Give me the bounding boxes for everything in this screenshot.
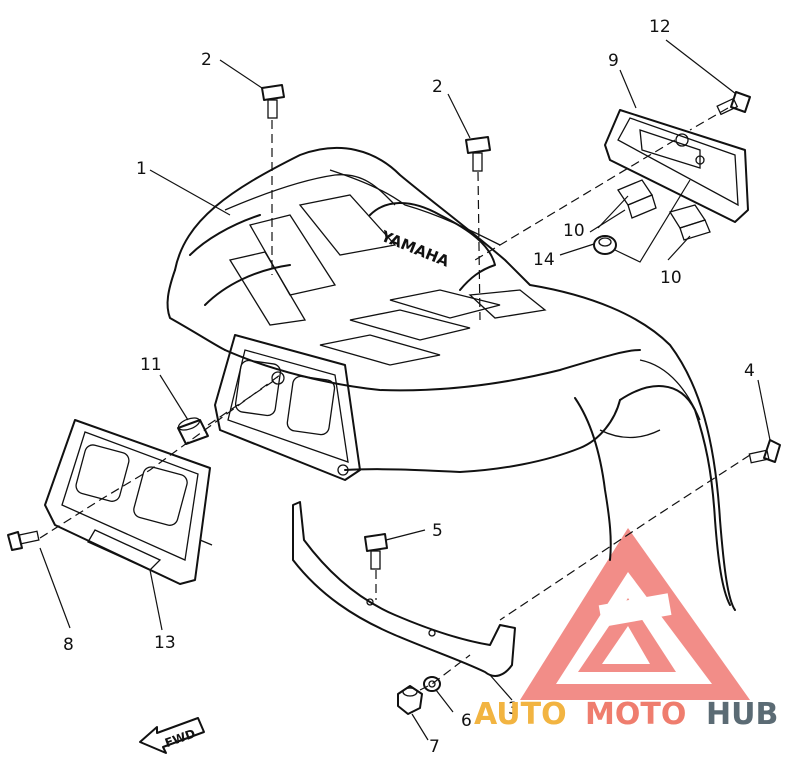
- bolt-2-left: [261, 84, 285, 119]
- callout-10-right: 10: [660, 268, 682, 288]
- callout-3: 3: [508, 699, 519, 719]
- callout-4: 4: [744, 361, 755, 381]
- bolt-5: [364, 533, 388, 570]
- callout-2-right: 2: [432, 77, 443, 97]
- fwd-arrow-icon: FWD: [139, 717, 205, 754]
- callout-6: 6: [461, 711, 472, 731]
- callout-8: 8: [63, 635, 74, 655]
- emblem-text: YAMAHA: [378, 227, 453, 271]
- watermark-part-auto: AUTO: [474, 697, 567, 732]
- callout-14: 14: [533, 250, 555, 270]
- nut-7: [397, 685, 423, 715]
- watermark-text: AUTO MOTO HUB: [474, 697, 778, 732]
- watermark-part-hub: HUB: [706, 697, 778, 732]
- assembly-lines: [39, 107, 751, 691]
- washer-6: [423, 676, 441, 692]
- callout-13: 13: [154, 633, 176, 653]
- rubber-pads: [617, 179, 711, 241]
- callout-2-left: 2: [201, 50, 212, 70]
- callout-9: 9: [608, 51, 619, 71]
- fender-stay: [292, 501, 516, 677]
- watermark-part-moto: MOTO: [585, 697, 686, 732]
- bolt-2-right: [465, 136, 491, 172]
- watermark-logo-icon: [520, 528, 750, 700]
- callout-12: 12: [649, 17, 671, 37]
- callout-11: 11: [140, 355, 162, 375]
- rear-light-bracket: [604, 109, 749, 223]
- bolt-12: [716, 91, 751, 116]
- callout-5: 5: [432, 521, 443, 541]
- callout-7: 7: [429, 737, 440, 757]
- callout-1: 1: [136, 159, 147, 179]
- headlight-bezel: [44, 419, 213, 585]
- spacer-11: [177, 417, 209, 445]
- leader-lines: [39, 39, 771, 741]
- nut-14: [593, 235, 617, 255]
- bolt-8: [7, 530, 40, 551]
- callout-10-left: 10: [563, 221, 585, 241]
- front-fender: [166, 147, 736, 611]
- headlight-housing: [214, 334, 361, 481]
- bolt-4: [748, 439, 781, 464]
